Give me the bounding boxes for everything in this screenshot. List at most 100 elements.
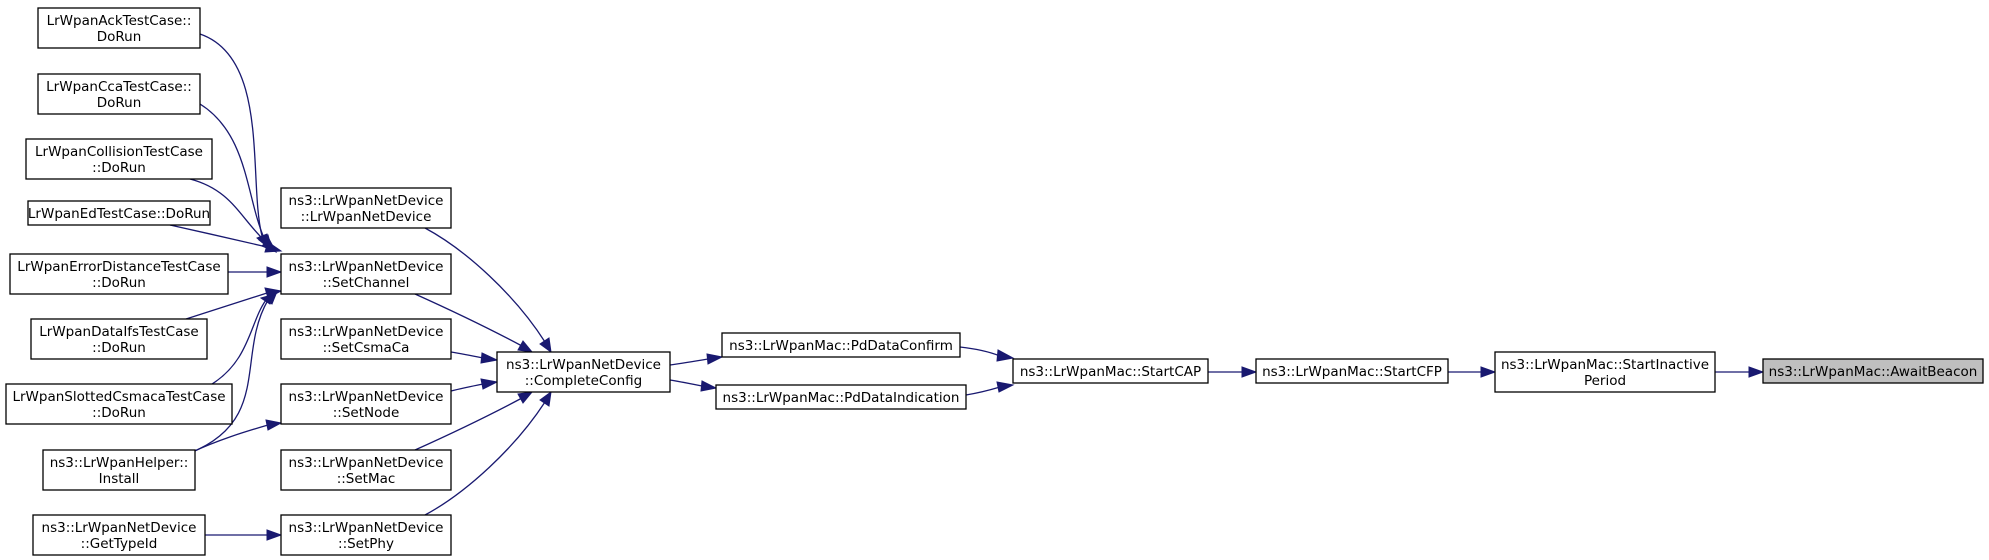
node-label: ns3::LrWpanNetDevice bbox=[289, 324, 444, 340]
edge-ed_test-to-set_channel bbox=[169, 224, 283, 253]
nodes-layer: ns3::LrWpanMac::AwaitBeaconns3::LrWpanMa… bbox=[5, 7, 1984, 556]
edges-layer bbox=[169, 33, 1765, 541]
node-set-csmaca[interactable]: ns3::LrWpanNetDevice::SetCsmaCa bbox=[280, 318, 452, 360]
node-box bbox=[30, 318, 208, 360]
edge-start_cap-to-start_cfp bbox=[1208, 366, 1258, 378]
node-label: ns3::LrWpanMac::StartInactive bbox=[1501, 357, 1709, 373]
node-label: LrWpanErrorDistanceTestCase bbox=[17, 259, 220, 275]
node-label: ns3::LrWpanNetDevice bbox=[289, 455, 444, 471]
arrowhead-icon bbox=[265, 419, 283, 431]
node-label: ::SetCsmaCa bbox=[323, 340, 410, 356]
node-box bbox=[280, 318, 452, 360]
node-label: ns3::LrWpanMac::StartCAP bbox=[1020, 364, 1201, 380]
node-complete-config[interactable]: ns3::LrWpanNetDevice::CompleteConfig bbox=[496, 351, 671, 393]
node-label: ns3::LrWpanNetDevice bbox=[289, 193, 444, 209]
node-label: ns3::LrWpanMac::AwaitBeacon bbox=[1769, 364, 1978, 380]
edge-start_cfp-to-start_inactive bbox=[1448, 366, 1497, 378]
arrowhead-icon bbox=[264, 241, 283, 253]
node-cca-test[interactable]: LrWpanCcaTestCase::DoRun bbox=[37, 73, 201, 115]
edge-line bbox=[424, 227, 546, 343]
node-box bbox=[1255, 358, 1449, 384]
arrowhead-icon bbox=[517, 391, 534, 404]
node-set-node[interactable]: ns3::LrWpanNetDevice::SetNode bbox=[280, 383, 452, 425]
arrowhead-icon bbox=[1480, 366, 1497, 378]
arrowhead-icon bbox=[1748, 366, 1765, 378]
edge-line bbox=[189, 424, 269, 454]
node-get-type-id[interactable]: ns3::LrWpanNetDevice::GetTypeId bbox=[32, 514, 206, 556]
node-set-phy[interactable]: ns3::LrWpanNetDevice::SetPhy bbox=[280, 514, 452, 556]
arrowhead-icon bbox=[996, 349, 1015, 362]
node-collision-test[interactable]: LrWpanCollisionTestCase::DoRun bbox=[25, 138, 213, 180]
node-box bbox=[280, 449, 452, 491]
edge-line bbox=[450, 383, 484, 392]
arrowhead-icon bbox=[266, 266, 283, 278]
node-slotted-csmaca-test[interactable]: LrWpanSlottedCsmacaTestCase::DoRun bbox=[5, 383, 233, 425]
node-label: ::CompleteConfig bbox=[525, 373, 642, 389]
node-box bbox=[280, 187, 452, 229]
edge-set_channel-to-complete_config bbox=[414, 293, 534, 353]
node-label: ns3::LrWpanMac::PdDataConfirm bbox=[729, 338, 953, 354]
node-label: Period bbox=[1584, 373, 1626, 389]
edge-line bbox=[189, 178, 267, 243]
edge-line bbox=[669, 358, 709, 366]
arrowhead-icon bbox=[700, 380, 718, 392]
node-pd-data-indication[interactable]: ns3::LrWpanMac::PdDataIndication bbox=[715, 384, 967, 410]
edge-pd_data_indication-to-start_cap bbox=[965, 381, 1015, 396]
edge-line bbox=[959, 346, 1001, 357]
node-start-cap[interactable]: ns3::LrWpanMac::StartCAP bbox=[1012, 358, 1209, 384]
edge-error_distance_test-to-set_channel bbox=[228, 266, 283, 278]
node-label: ns3::LrWpanNetDevice bbox=[289, 520, 444, 536]
node-start-cfp[interactable]: ns3::LrWpanMac::StartCFP bbox=[1255, 358, 1449, 384]
node-label: ns3::LrWpanMac::PdDataIndication bbox=[723, 390, 960, 406]
node-await-beacon: ns3::LrWpanMac::AwaitBeacon bbox=[1762, 358, 1984, 384]
node-label: LrWpanAckTestCase:: bbox=[47, 13, 192, 29]
node-label: ::DoRun bbox=[92, 405, 146, 421]
arrowhead-icon bbox=[1241, 366, 1258, 378]
edge-line bbox=[414, 397, 523, 451]
edge-line bbox=[450, 351, 484, 359]
node-error-distance-test[interactable]: LrWpanErrorDistanceTestCase::DoRun bbox=[9, 253, 229, 295]
node-box bbox=[721, 332, 961, 358]
edge-start_inactive-to-await_beacon bbox=[1715, 366, 1765, 378]
node-helper-install[interactable]: ns3::LrWpanHelper::Install bbox=[42, 449, 196, 491]
node-label: ::DoRun bbox=[92, 275, 146, 291]
node-label: LrWpanCcaTestCase:: bbox=[46, 79, 192, 95]
node-label: ::SetChannel bbox=[323, 275, 410, 291]
node-box bbox=[42, 449, 196, 491]
edge-get_type_id-to-set_phy bbox=[205, 529, 283, 541]
edge-line bbox=[185, 292, 268, 320]
edge-line bbox=[211, 299, 267, 385]
edge-line bbox=[669, 379, 703, 387]
edge-line bbox=[189, 299, 269, 454]
node-label: LrWpanEdTestCase::DoRun bbox=[28, 206, 210, 222]
node-box bbox=[37, 7, 201, 49]
node-pd-data-confirm[interactable]: ns3::LrWpanMac::PdDataConfirm bbox=[721, 332, 961, 358]
arrowhead-icon bbox=[261, 293, 277, 305]
edge-line bbox=[199, 103, 265, 239]
node-label: LrWpanCollisionTestCase bbox=[35, 144, 203, 160]
edge-complete_config-to-pd_data_confirm bbox=[669, 353, 724, 366]
node-label: LrWpanSlottedCsmacaTestCase bbox=[12, 389, 225, 405]
edge-line bbox=[169, 224, 268, 248]
node-box bbox=[1012, 358, 1209, 384]
node-box bbox=[496, 351, 671, 393]
node-ctor[interactable]: ns3::LrWpanNetDevice::LrWpanNetDevice bbox=[280, 187, 452, 229]
node-label: ns3::LrWpanNetDevice bbox=[289, 389, 444, 405]
node-label: ::SetNode bbox=[333, 405, 400, 421]
node-set-channel[interactable]: ns3::LrWpanNetDevice::SetChannel bbox=[280, 253, 452, 295]
node-box bbox=[1494, 351, 1716, 393]
node-data-ifs-test[interactable]: LrWpanDataIfsTestCase::DoRun bbox=[30, 318, 208, 360]
node-box bbox=[25, 138, 213, 180]
node-ack-test[interactable]: LrWpanAckTestCase::DoRun bbox=[37, 7, 201, 49]
node-ed-test[interactable]: LrWpanEdTestCase::DoRun bbox=[27, 200, 211, 226]
arrowhead-icon bbox=[706, 353, 724, 365]
node-label: ::GetTypeId bbox=[81, 536, 158, 552]
node-box bbox=[715, 384, 967, 410]
node-set-mac[interactable]: ns3::LrWpanNetDevice::SetMac bbox=[280, 449, 452, 491]
arrowhead-icon bbox=[480, 378, 499, 390]
node-label: ns3::LrWpanNetDevice bbox=[506, 357, 661, 373]
arrowhead-icon bbox=[266, 529, 283, 541]
node-box bbox=[37, 73, 201, 115]
